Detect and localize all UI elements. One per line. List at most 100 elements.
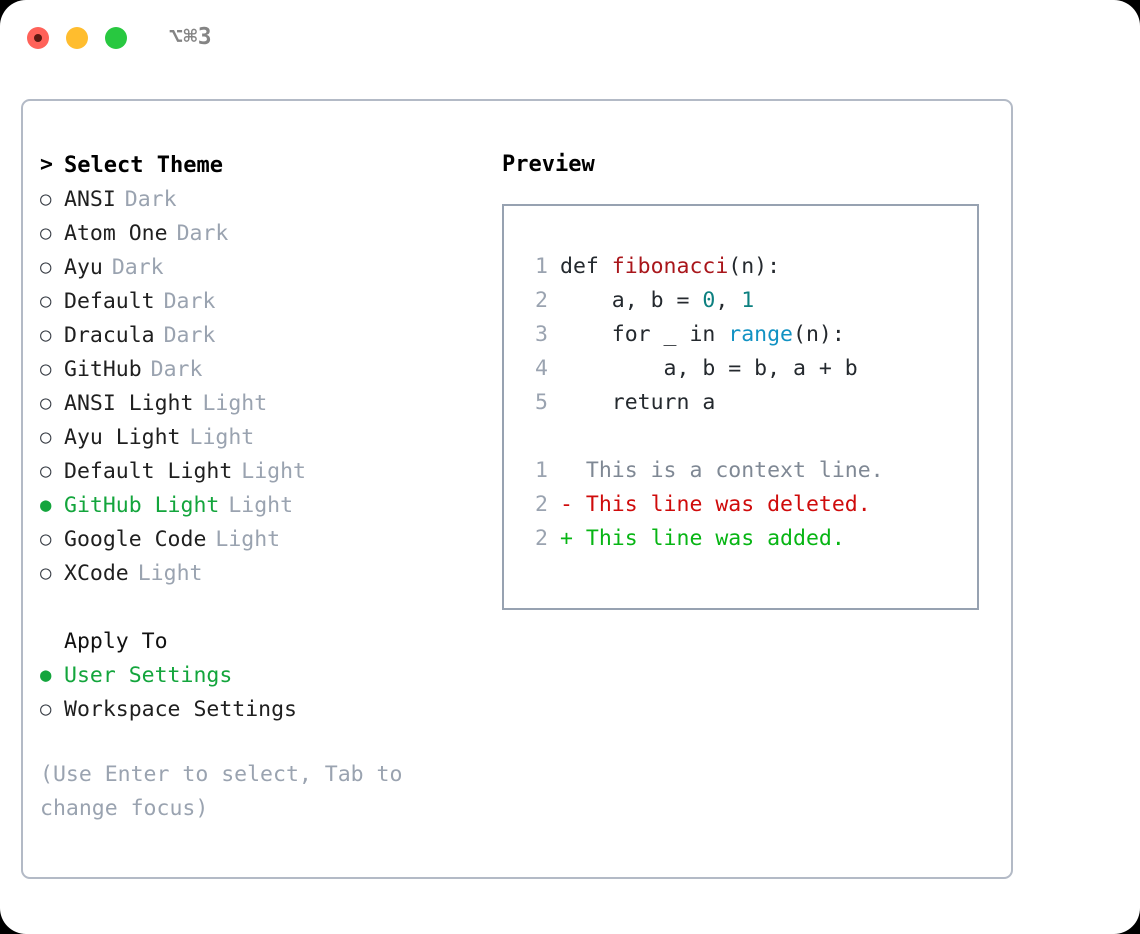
list-spacer: [40, 590, 470, 624]
apply-to-option-label: Workspace Settings: [64, 696, 297, 722]
radio-unselected-icon[interactable]: ○: [40, 221, 52, 244]
close-window-button[interactable]: [27, 27, 49, 49]
diff-line: 1 This is a context line.: [526, 454, 977, 488]
theme-list-item[interactable]: ○ ANSI Light Light: [40, 386, 470, 420]
code-token-fn: fibonacci: [611, 254, 729, 279]
theme-kind-badge: Dark: [111, 254, 164, 280]
keyboard-hint-text: (Use Enter to select, Tab to change focu…: [40, 762, 403, 821]
radio-unselected-icon[interactable]: ○: [40, 459, 52, 482]
theme-name: Default: [64, 288, 155, 314]
code-token-plain: for _ in: [560, 322, 729, 347]
theme-list-item[interactable]: ○ Ayu Light Light: [40, 420, 470, 454]
radio-unselected-icon[interactable]: ○: [40, 391, 52, 414]
theme-name: ANSI: [64, 186, 116, 212]
code-token-plain: (n):: [793, 322, 845, 347]
theme-kind-badge: Light: [202, 390, 268, 416]
theme-name: Ayu Light: [64, 424, 181, 450]
theme-list-item[interactable]: ○ Default Dark: [40, 284, 470, 318]
select-theme-heading: > Select Theme: [40, 148, 470, 182]
apply-to-option[interactable]: ○ Workspace Settings: [40, 692, 470, 726]
minimize-window-button[interactable]: [66, 27, 88, 49]
radio-unselected-icon[interactable]: ○: [40, 255, 52, 278]
apply-to-option[interactable]: ● User Settings: [40, 658, 470, 692]
diff-line-number: 2: [535, 526, 548, 551]
radio-unselected-icon[interactable]: ○: [40, 561, 52, 584]
apply-to-option-label: User Settings: [64, 662, 233, 688]
code-line-number: 2: [535, 288, 548, 313]
diff-sample: 1 This is a context line. 2 - This line wa…: [526, 454, 977, 556]
select-theme-label: Select Theme: [64, 152, 223, 178]
theme-name: Default Light: [64, 458, 233, 484]
radio-unselected-icon[interactable]: ○: [40, 357, 52, 380]
code-line: 5 return a: [526, 386, 977, 420]
theme-list-item[interactable]: ○ GitHub Dark: [40, 352, 470, 386]
code-line: 2 a, b = 0, 1: [526, 284, 977, 318]
radio-unselected-icon[interactable]: ○: [40, 289, 52, 312]
radio-unselected-icon[interactable]: ○: [40, 323, 52, 346]
theme-kind-badge: Dark: [124, 186, 177, 212]
diff-line-text: - This line was deleted.: [560, 492, 871, 517]
code-line: 3 for _ in range(n):: [526, 318, 977, 352]
code-token-kw: def: [560, 254, 612, 279]
theme-kind-badge: Dark: [163, 288, 216, 314]
theme-kind-badge: Dark: [163, 322, 216, 348]
radio-selected-icon[interactable]: ●: [40, 663, 52, 686]
code-token-num: 0: [702, 288, 716, 313]
radio-unselected-icon[interactable]: ○: [40, 425, 52, 448]
code-token-plain: return a: [560, 390, 716, 415]
code-token-call: range: [728, 322, 794, 347]
code-line-number: 4: [535, 356, 548, 381]
theme-kind-badge: Light: [228, 492, 294, 518]
keyboard-shortcut-label: ⌥⌘3: [169, 24, 213, 50]
theme-list-item[interactable]: ○ Dracula Dark: [40, 318, 470, 352]
maximize-window-button[interactable]: [105, 27, 127, 49]
theme-list-item[interactable]: ○ ANSI Dark: [40, 182, 470, 216]
traffic-light-group: [27, 27, 127, 49]
theme-kind-badge: Dark: [150, 356, 203, 382]
code-line: 4 a, b = b, a + b: [526, 352, 977, 386]
radio-unselected-icon[interactable]: ○: [40, 527, 52, 550]
theme-kind-badge: Light: [241, 458, 307, 484]
theme-list-item[interactable]: ○ Default Light Light: [40, 454, 470, 488]
code-token-plain: ,: [715, 288, 742, 313]
caret-icon: >: [40, 152, 53, 178]
code-token-plain: a, b = b, a + b: [560, 356, 858, 381]
diff-line-text: + This line was added.: [560, 526, 845, 551]
theme-kind-badge: Dark: [176, 220, 229, 246]
apply-to-list: ● User Settings ○ Workspace Settings: [40, 658, 470, 726]
code-line-number: 5: [535, 390, 548, 415]
apply-to-heading: Apply To: [40, 624, 470, 658]
theme-name: Atom One: [64, 220, 168, 246]
theme-kind-badge: Light: [215, 526, 281, 552]
theme-name: Dracula: [64, 322, 155, 348]
preview-spacer: [526, 420, 977, 454]
diff-line-number: 2: [535, 492, 548, 517]
diff-line-text: This is a context line.: [560, 458, 884, 483]
theme-name: Google Code: [64, 526, 207, 552]
radio-unselected-icon[interactable]: ○: [40, 697, 52, 720]
theme-kind-badge: Light: [189, 424, 255, 450]
radio-selected-icon[interactable]: ●: [40, 493, 52, 516]
theme-list-item[interactable]: ○ Atom One Dark: [40, 216, 470, 250]
code-line-number: 3: [535, 322, 548, 347]
apply-to-label: Apply To: [64, 628, 168, 654]
theme-name: GitHub: [64, 356, 142, 382]
radio-unselected-icon[interactable]: ○: [40, 187, 52, 210]
diff-line-number: 1: [535, 458, 548, 483]
code-line-number: 1: [535, 254, 548, 279]
code-token-plain: a, b =: [560, 288, 703, 313]
theme-name: ANSI Light: [64, 390, 194, 416]
theme-list-item[interactable]: ○ Google Code Light: [40, 522, 470, 556]
code-token-num: 1: [741, 288, 755, 313]
